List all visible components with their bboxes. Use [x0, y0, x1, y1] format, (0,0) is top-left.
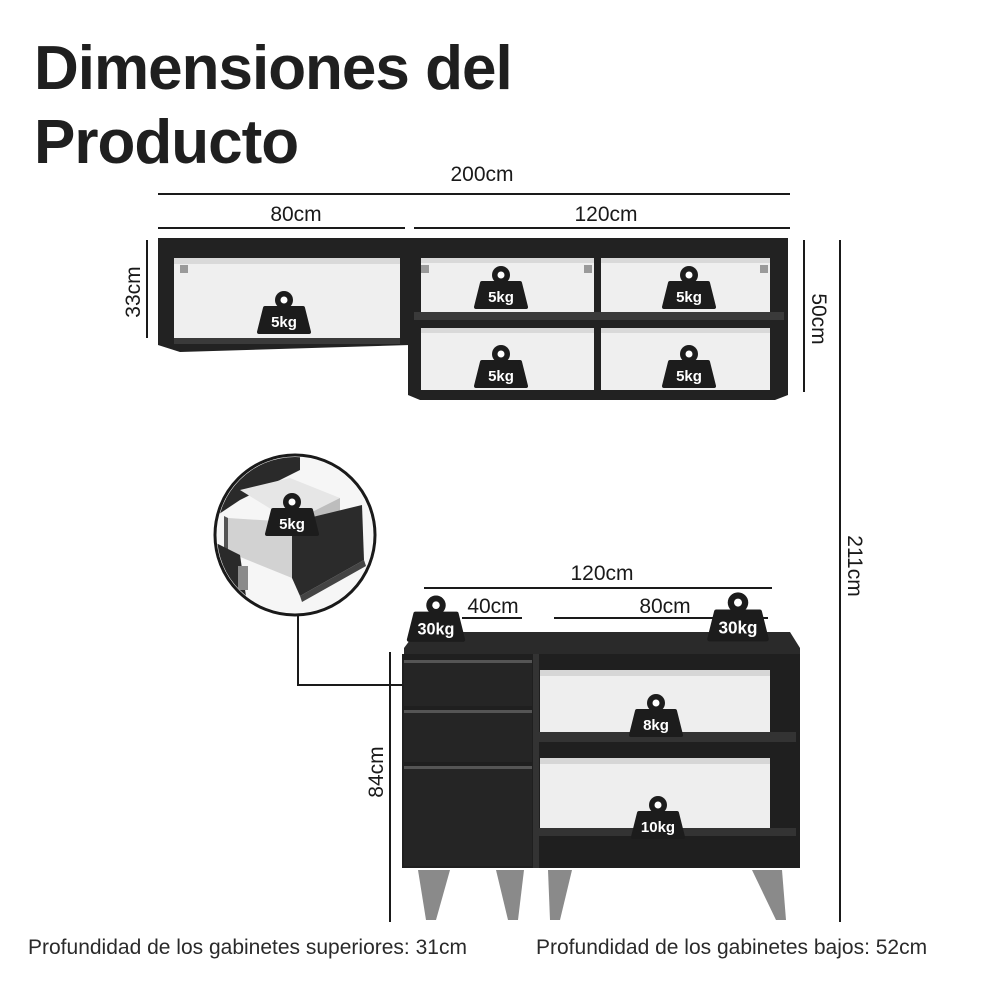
weight-label: 30kg [719, 618, 758, 637]
page-title: Dimensiones del Producto [34, 32, 674, 180]
weight-label: 8kg [643, 717, 669, 734]
weight-badge-top-right: 30kg [710, 592, 767, 639]
total-height-label: 211cm [843, 535, 866, 596]
upper-total-width-label: 200cm [450, 163, 513, 186]
weight-label: 5kg [271, 314, 297, 331]
upper-depth-note: Profundidad de los gabinetes superiores:… [28, 936, 467, 959]
weight-label: 30kg [418, 620, 455, 638]
weight-badge-upper-right-2: 5kg [662, 264, 716, 309]
upper-left-height-label: 33cm [122, 266, 145, 317]
weight-badge-upper-right-1: 5kg [474, 264, 528, 309]
weight-label: 5kg [676, 289, 702, 306]
upper-right-height-label: 50cm [807, 293, 830, 344]
weight-badge-upper-right-4: 5kg [662, 343, 716, 388]
lower-total-width-label: 120cm [570, 562, 633, 585]
lower-cabinet [402, 632, 800, 920]
weight-label: 5kg [676, 368, 702, 385]
weight-badge-upper-right-3: 5kg [474, 343, 528, 388]
upper-left-width-label: 80cm [270, 203, 321, 226]
lower-left-width-label: 40cm [467, 595, 518, 618]
weight-label: 5kg [488, 368, 514, 385]
lower-right-width-label: 80cm [639, 595, 690, 618]
weight-badge-lower-shelf-bottom: 10kg [631, 794, 685, 839]
weight-label: 5kg [488, 289, 514, 306]
weight-label: 5kg [279, 516, 305, 533]
page-title-line-1: Dimensiones del [34, 34, 513, 103]
lower-height-label: 84cm [365, 746, 388, 797]
weight-badge-top-left: 30kg [409, 595, 463, 639]
weight-badge-drawer: 5kg [265, 491, 319, 536]
page-title-line-2: Producto [34, 108, 299, 177]
drawer-detail [213, 453, 377, 617]
weight-label: 10kg [641, 819, 675, 836]
upper-right-cabinet [408, 238, 788, 400]
upper-right-width-label: 120cm [574, 203, 637, 226]
dimension-lines [146, 193, 841, 922]
weight-badge-lower-shelf-upper: 8kg [629, 692, 683, 737]
lower-depth-note: Profundidad de los gabinetes bajos: 52cm [536, 936, 928, 959]
weight-badge-upper-left: 5kg [257, 289, 311, 334]
